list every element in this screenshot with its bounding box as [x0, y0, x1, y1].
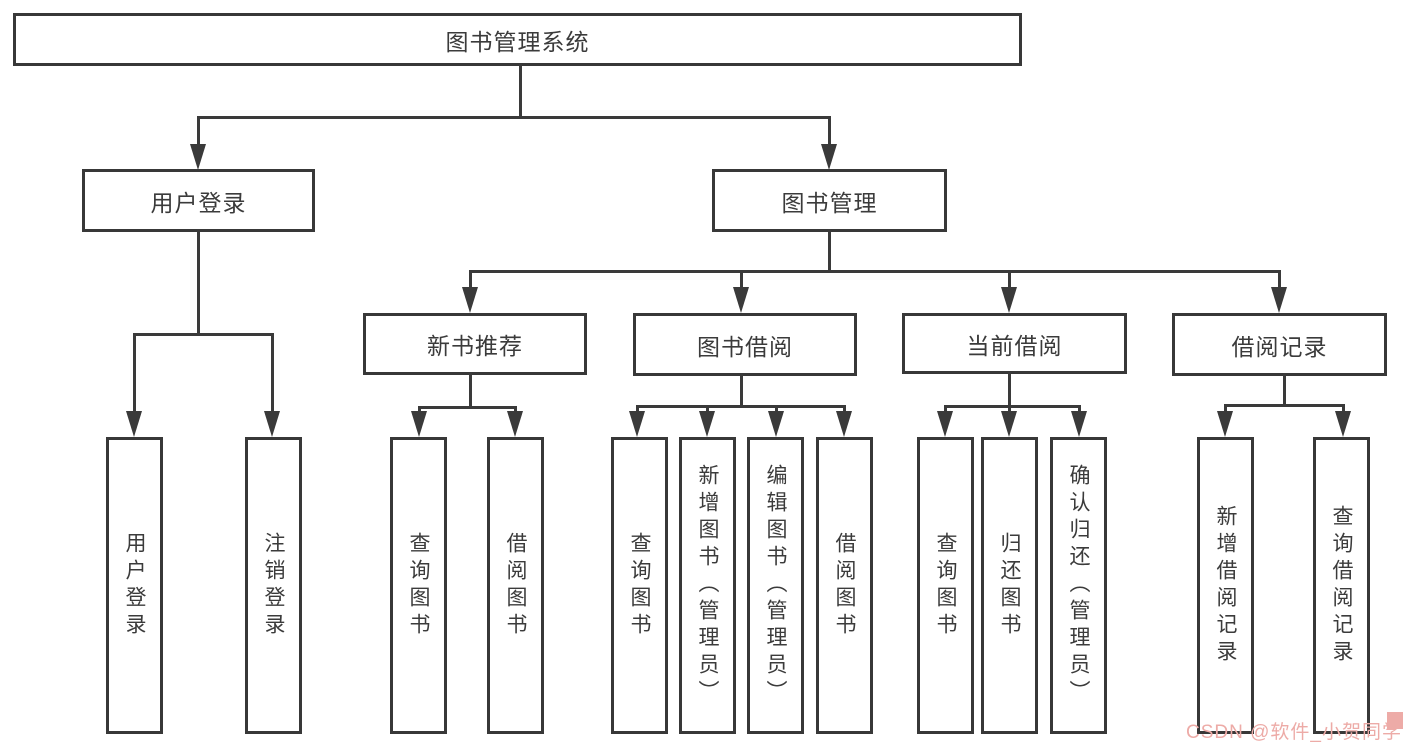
connector-line [133, 333, 136, 413]
connector-line [469, 270, 472, 290]
connector-line [843, 405, 846, 414]
connector-line [271, 333, 274, 413]
node-user-login: 用户登录 [82, 169, 315, 232]
connector-line [1224, 404, 1227, 414]
node-label: 图书管理系统 [445, 28, 590, 55]
arrowhead-icon [1001, 411, 1017, 437]
connector-line [418, 406, 421, 414]
connector-line [519, 64, 522, 119]
leaf-query-books: 查询图书 [917, 437, 974, 734]
connector-line [1342, 404, 1345, 414]
node-label: 新书推荐 [427, 333, 523, 359]
node-label: 编辑图书（管理员） [764, 464, 787, 707]
arrowhead-icon [1217, 411, 1233, 437]
arrowhead-icon [1271, 287, 1287, 313]
connector-line [1008, 372, 1011, 408]
node-label: 图书管理 [781, 189, 878, 216]
watermark-logo-block [1387, 712, 1403, 729]
node-label: 借阅图书 [504, 531, 527, 640]
node-label: 用户登录 [123, 531, 146, 640]
arrowhead-icon [507, 411, 523, 437]
connector-line [197, 229, 200, 336]
leaf-query-borrow-record: 查询借阅记录 [1313, 437, 1370, 734]
arrowhead-icon [629, 411, 645, 437]
leaf-return-books: 归还图书 [981, 437, 1038, 734]
node-library-management-system: 图书管理系统 [13, 13, 1022, 66]
arrowhead-icon [821, 144, 837, 170]
leaf-borrow-books: 借阅图书 [816, 437, 873, 734]
connector-line [740, 270, 743, 290]
csdn-watermark: CSDN @软件_小贺同学 [1186, 722, 1402, 743]
arrowhead-icon [768, 411, 784, 437]
node-book-management: 图书管理 [712, 169, 947, 232]
connector-line [197, 116, 831, 119]
node-label: 新增图书（管理员） [696, 464, 719, 707]
node-label: 确认归还（管理员） [1067, 464, 1090, 707]
arrowhead-icon [733, 287, 749, 313]
node-book-borrowing: 图书借阅 [633, 313, 857, 376]
arrowhead-icon [1335, 411, 1351, 437]
connector-line [469, 270, 1281, 273]
arrowhead-icon [462, 287, 478, 313]
leaf-confirm-return-admin: 确认归还（管理员） [1050, 437, 1107, 734]
connector-line [469, 372, 472, 409]
node-label: 当前借阅 [966, 332, 1063, 359]
node-label: 新增借阅记录 [1214, 504, 1237, 667]
connector-line [828, 229, 831, 273]
connector-line [514, 406, 517, 414]
arrowhead-icon [190, 144, 206, 170]
arrowhead-icon [264, 411, 280, 437]
connector-line [197, 116, 200, 146]
leaf-logout: 注销登录 [245, 437, 302, 734]
arrowhead-icon [836, 411, 852, 437]
connector-line [1224, 404, 1345, 407]
connector-line [828, 116, 831, 146]
connector-line [1283, 373, 1286, 407]
connector-line [1078, 405, 1081, 414]
leaf-borrow-books: 借阅图书 [487, 437, 544, 734]
node-current-borrowing: 当前借阅 [902, 313, 1127, 374]
leaf-edit-books-admin: 编辑图书（管理员） [747, 437, 804, 734]
connector-line [418, 406, 517, 409]
node-label: 归还图书 [998, 531, 1021, 640]
arrowhead-icon [411, 411, 427, 437]
connector-line [1278, 270, 1281, 290]
leaf-add-books-admin: 新增图书（管理员） [679, 437, 736, 734]
connector-line [636, 405, 846, 408]
arrowhead-icon [937, 411, 953, 437]
node-label: 借阅记录 [1231, 333, 1328, 360]
node-label: 查询图书 [628, 531, 651, 640]
connector-line [944, 405, 1081, 408]
leaf-add-borrow-record: 新增借阅记录 [1197, 437, 1254, 734]
arrowhead-icon [1071, 411, 1087, 437]
leaf-user-login: 用户登录 [106, 437, 163, 734]
connector-line [706, 405, 709, 414]
connector-line [740, 373, 743, 408]
arrowhead-icon [126, 411, 142, 437]
connector-line [133, 333, 274, 336]
connector-line [636, 405, 639, 414]
leaf-query-books: 查询图书 [611, 437, 668, 734]
node-label: 查询借阅记录 [1330, 504, 1353, 667]
node-label: 查询图书 [934, 531, 957, 640]
connector-line [775, 405, 778, 414]
connector-line [1008, 270, 1011, 290]
connector-line [1008, 405, 1011, 414]
node-label: 用户登录 [150, 189, 247, 216]
node-label: 借阅图书 [833, 531, 856, 640]
node-label: 注销登录 [262, 531, 285, 640]
arrowhead-icon [1001, 287, 1017, 313]
connector-line [944, 405, 947, 414]
arrowhead-icon [699, 411, 715, 437]
node-new-book-recommendation: 新书推荐 [363, 313, 587, 375]
leaf-query-books: 查询图书 [390, 437, 447, 734]
node-label: 图书借阅 [697, 333, 793, 360]
node-label: 查询图书 [407, 531, 430, 640]
node-borrowing-records: 借阅记录 [1172, 313, 1387, 376]
